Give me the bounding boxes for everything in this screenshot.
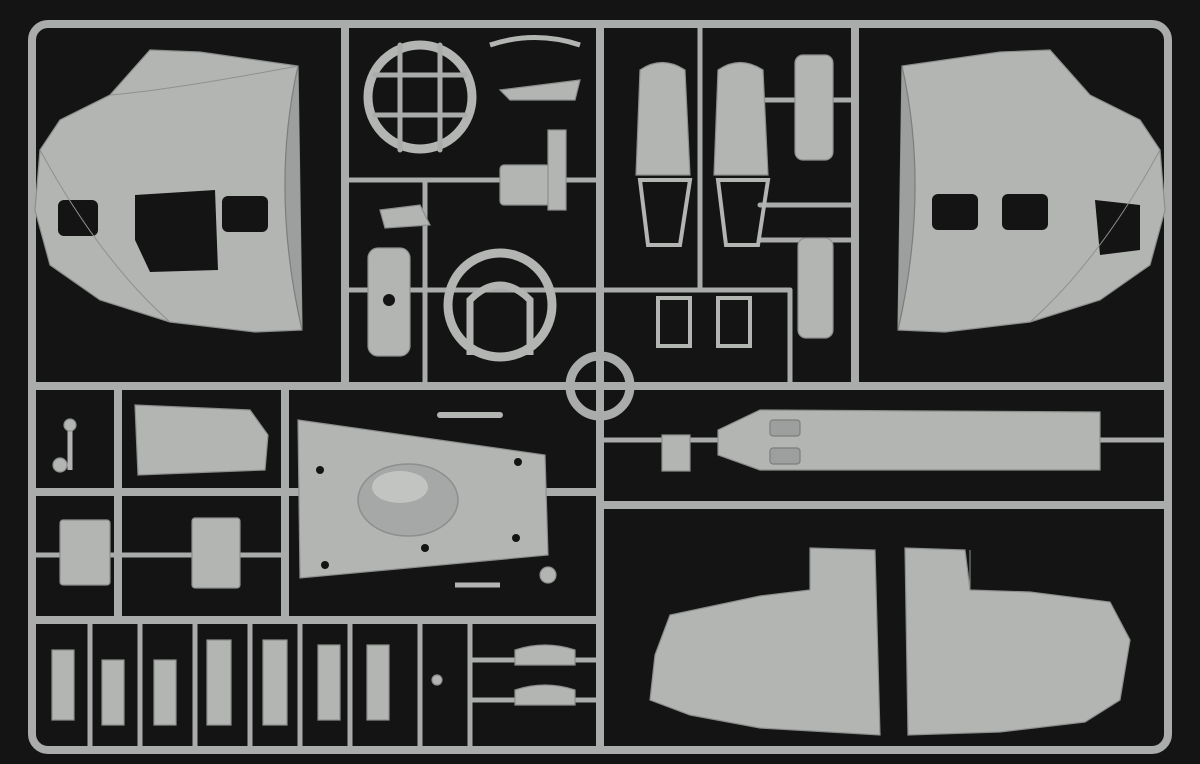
pilot-seat-left [635,61,693,247]
floor-strip [717,409,1101,471]
rear-fuselage-left [649,547,881,736]
side-panel-lower [797,237,834,339]
radio-box-right [191,517,241,589]
radio-box-left [59,519,111,586]
small-box-part [661,434,691,472]
rear-fuselage-right [904,547,1131,736]
ring-frame-top [363,40,477,154]
small-parts-top [379,35,581,229]
small-seat-frames [656,296,752,348]
ring-frame-bottom [443,248,557,362]
side-panel-upper [794,54,834,161]
machine-gun-parts [51,639,390,726]
nose-fuselage-right [897,49,1166,333]
control-column [52,418,77,473]
hatch-panel [367,247,411,357]
bracket-parts [431,566,576,706]
floor-plate-dome [297,419,549,579]
pilot-seat-right [713,61,771,247]
nose-fuselage-left [34,49,303,333]
instrument-panel [134,404,269,476]
